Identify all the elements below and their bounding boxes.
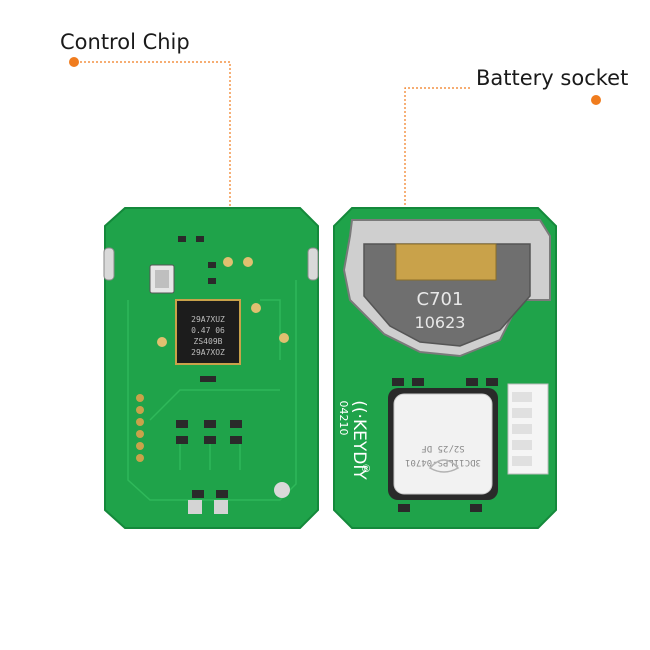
right-smd: [392, 378, 498, 512]
right-edge-contact: [307, 247, 319, 281]
module-logo-icon: [428, 459, 460, 473]
left-pcb: [104, 207, 319, 529]
brand-name: ((·KEYDIY: [349, 400, 369, 480]
smd-resistors: [176, 236, 242, 498]
control-chip: 29A7XUZ 0.47 06 ZS409B 29A7XOZ: [175, 299, 241, 365]
left-edge-contact: [103, 247, 115, 281]
battery-marking-1: C701: [417, 289, 464, 310]
control-chip-callout-line: [80, 61, 231, 268]
small-pads: [157, 257, 290, 498]
right-board: C701 10623 3DC11LPS-04701 S2/25 DF: [333, 207, 557, 529]
bottom-pads: [188, 500, 228, 514]
battery-socket-callout: [404, 87, 601, 262]
registered-mark: ®: [361, 462, 372, 475]
side-connector: [507, 383, 549, 475]
control-chip-label: Control Chip: [60, 30, 190, 54]
battery-contact-pad: [395, 243, 497, 281]
control-chip-callout: [69, 57, 231, 268]
control-chip-callout-dot: [69, 57, 79, 67]
brand-code: 04210: [337, 401, 350, 436]
battery-socket-callout-line: [404, 87, 470, 262]
left-board: 29A7XUZ 0.47 06 ZS409B 29A7XOZ: [103, 207, 319, 529]
chip-marking-3: ZS409B: [194, 337, 223, 346]
chip-marking-1: 29A7XUZ: [191, 315, 225, 324]
module-marking-1: 3DC11LPS-04701: [405, 457, 481, 467]
chip-marking-2: 0.47 06: [191, 326, 225, 335]
battery-socket-label: Battery socket: [476, 66, 629, 90]
battery-marking-2: 10623: [415, 313, 466, 332]
battery-socket-callout-dot: [591, 95, 601, 105]
chip-marking-4: 29A7XOZ: [191, 348, 225, 357]
header-pins: [136, 394, 144, 462]
module-marking-2: S2/25 DF: [421, 443, 464, 453]
battery-socket: C701 10623: [342, 219, 551, 358]
transponder-module: 3DC11LPS-04701 S2/25 DF: [388, 388, 498, 500]
